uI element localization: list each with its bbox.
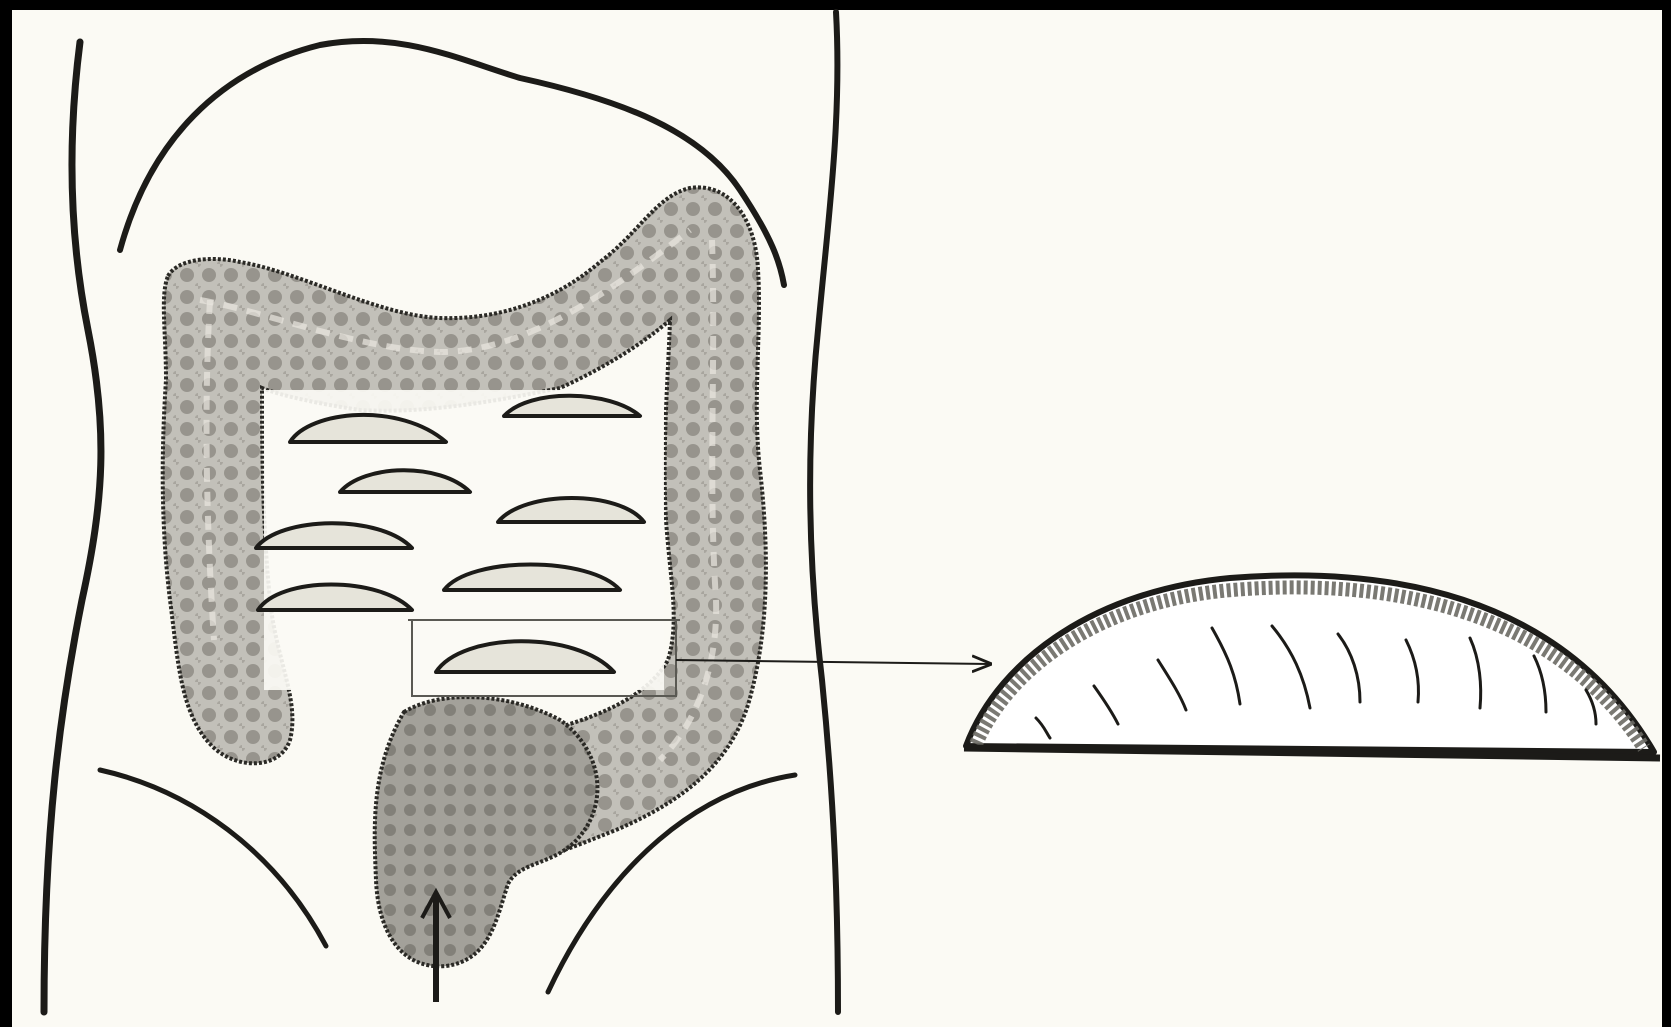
frame-right-edge	[1662, 0, 1671, 1027]
